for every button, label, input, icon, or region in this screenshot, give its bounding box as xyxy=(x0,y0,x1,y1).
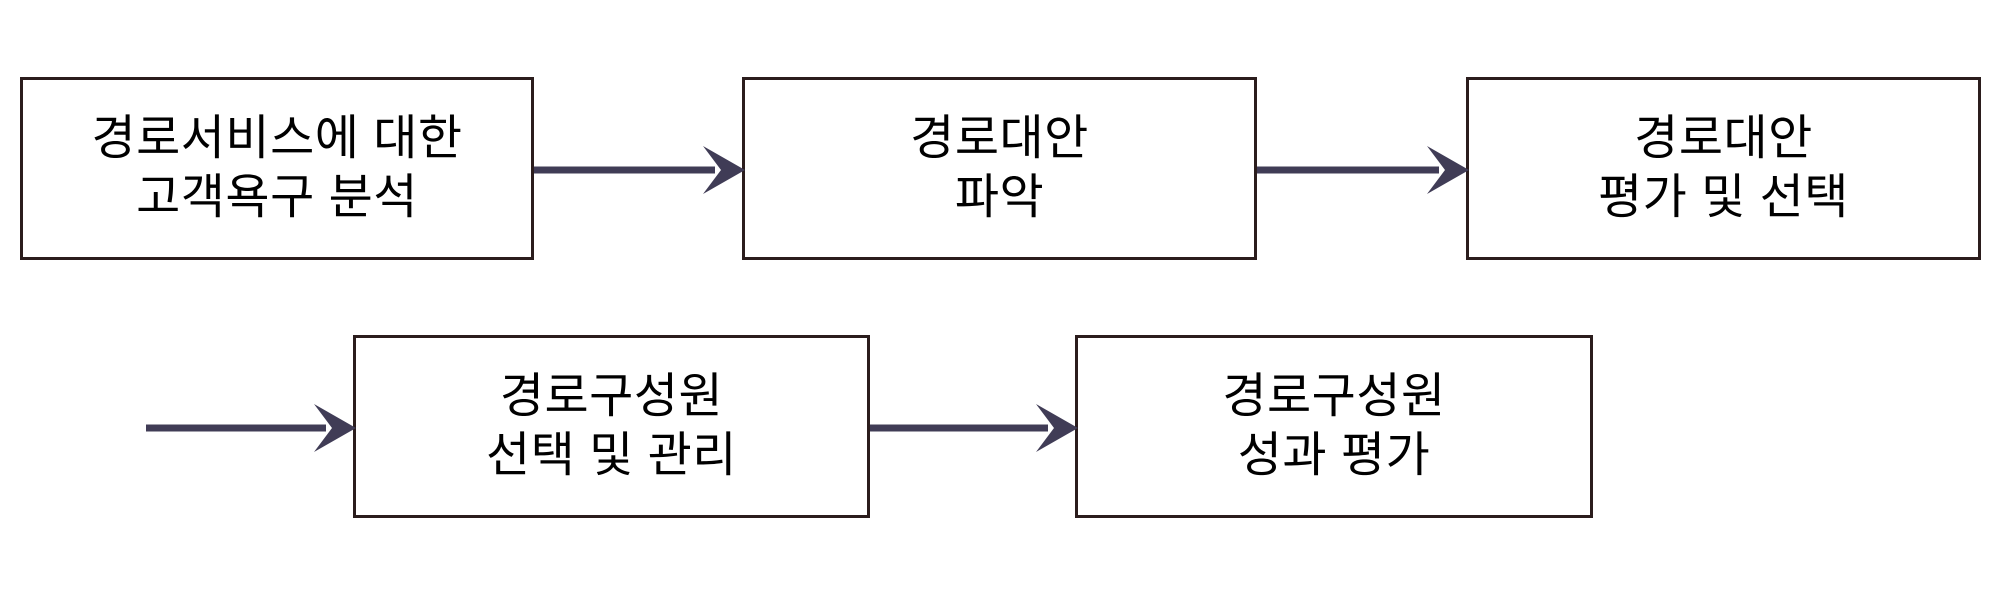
connector-arrow-node4-to-node5 xyxy=(840,398,1108,458)
arrow-head xyxy=(314,404,356,452)
arrow-head xyxy=(703,146,745,194)
connector-arrow-node1-to-node2 xyxy=(504,140,775,200)
arrow-head xyxy=(1036,404,1078,452)
box-label-line2: 파악 xyxy=(954,170,1045,224)
connector-arrow-node2-to-node3 xyxy=(1227,140,1499,200)
box-label-line1: 경로대안 xyxy=(1634,111,1813,165)
box-label-line1: 경로서비스에 대한 xyxy=(91,111,463,165)
box-label-line1: 경로대안 xyxy=(910,111,1089,165)
arrow-head xyxy=(1427,146,1469,194)
box-label-line2: 선택 및 관리 xyxy=(486,428,737,482)
box-label-line2: 성과 평가 xyxy=(1237,428,1431,482)
box-label-line1: 경로구성원 xyxy=(499,369,724,423)
box-label-line2: 고객욕구 분석 xyxy=(136,170,418,224)
connector-arrow-wrap-to-node4 xyxy=(116,398,386,458)
box-label-line2: 평가 및 선택 xyxy=(1598,170,1849,224)
box-label-line1: 경로구성원 xyxy=(1222,369,1446,423)
